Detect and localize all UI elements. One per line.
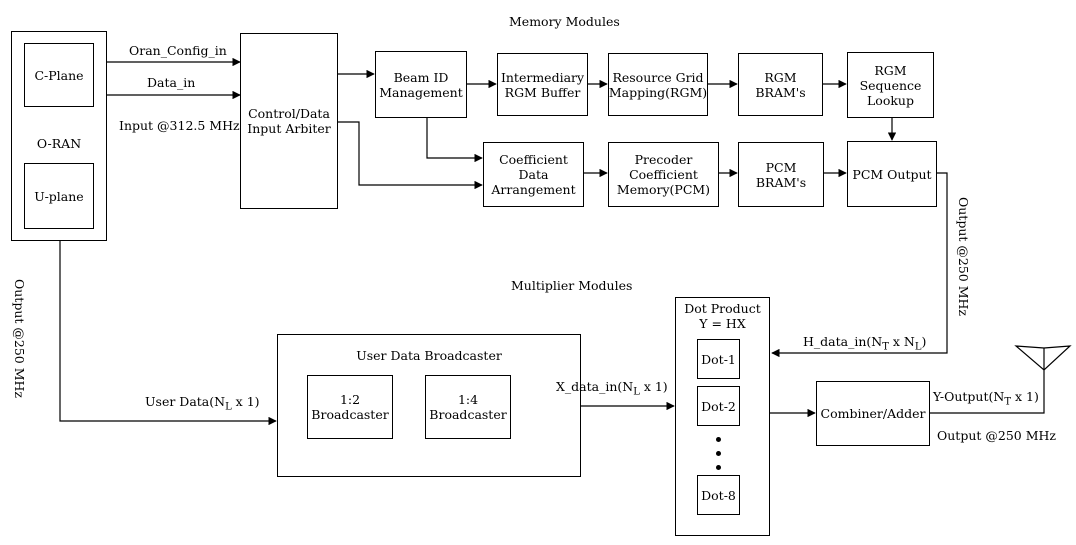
rgm-bram-block: RGM BRAM's bbox=[738, 53, 823, 116]
dot-8-label: Dot-8 bbox=[701, 487, 736, 503]
coeff-line-3: Arrangement bbox=[491, 182, 576, 197]
b14-line-2: Broadcaster bbox=[429, 407, 507, 422]
pcm-bram-label: PCM BRAM's bbox=[755, 159, 807, 190]
x-data-in-label: X_data_in(NL x 1) bbox=[556, 379, 668, 400]
pcm-bram-block: PCM BRAM's bbox=[738, 142, 824, 207]
ellipsis-dot-2 bbox=[716, 451, 721, 456]
dot-1-block: Dot-1 bbox=[697, 339, 740, 379]
user-data-sub: L bbox=[225, 401, 232, 413]
dot-product-line-2: Y = HX bbox=[699, 316, 746, 331]
arbiter-line-1: Control/Data bbox=[248, 106, 330, 121]
oran-config-in-label: Oran_Config_in bbox=[129, 43, 227, 58]
multiplier-modules-title: Multiplier Modules bbox=[511, 278, 633, 293]
user-data-suffix: x 1) bbox=[231, 394, 260, 409]
user-data-prefix: User Data(N bbox=[145, 394, 226, 409]
pcm-line-2: Coefficient bbox=[629, 167, 698, 182]
beam-line-1: Beam ID bbox=[393, 69, 449, 85]
dot-product-title: Dot Product Y = HX bbox=[675, 301, 770, 331]
arbiter-to-coeff-arrow bbox=[338, 121, 483, 190]
output-rate-left-label: Output @250 MHz bbox=[12, 279, 27, 398]
ellipsis-dot-3 bbox=[716, 465, 721, 470]
user-data-arrow bbox=[59, 229, 277, 426]
combiner-label: Combiner/Adder bbox=[820, 406, 926, 421]
h-data-suffix: ) bbox=[921, 334, 927, 349]
b12-line-1: 1:2 bbox=[339, 392, 361, 407]
broadcaster-1-4-block: 1:4 Broadcaster bbox=[425, 375, 511, 439]
coeff-line-2: Data bbox=[518, 167, 549, 182]
x-data-sub: L bbox=[633, 386, 640, 398]
c-plane-label: C-Plane bbox=[34, 67, 84, 83]
input-arbiter-block: Control/Data Input Arbiter bbox=[240, 33, 338, 209]
pcm-line-3: Memory(PCM) bbox=[616, 182, 711, 197]
lookup-line-2: Sequence bbox=[859, 77, 922, 93]
coeff-line-1: Coefficient bbox=[499, 152, 568, 167]
h-data-mid: x N bbox=[888, 334, 915, 349]
rgm-buffer-line-1: Intermediary bbox=[500, 69, 585, 85]
h-data-in-label: H_data_in(NT x NL) bbox=[803, 334, 926, 355]
memory-modules-title: Memory Modules bbox=[509, 14, 620, 29]
arbiter-line-2: Input Arbiter bbox=[247, 121, 331, 136]
dot-product-line-1: Dot Product bbox=[684, 301, 761, 316]
beam-line-2: Management bbox=[379, 84, 463, 100]
coefficient-arrangement-block: Coefficient Data Arrangement bbox=[483, 142, 584, 207]
rgm-block: Resource Grid Mapping(RGM) bbox=[608, 53, 708, 116]
ellipsis-dot-1 bbox=[716, 437, 721, 442]
h-data-sub1: T bbox=[882, 341, 889, 353]
h-data-sub2: L bbox=[914, 341, 922, 353]
c-plane-block: C-Plane bbox=[24, 43, 94, 107]
data-in-label: Data_in bbox=[147, 75, 196, 90]
rgm-line-2: Mapping(RGM) bbox=[608, 84, 708, 100]
beam-id-management-block: Beam ID Management bbox=[375, 51, 467, 118]
y-output-label: Y-Output(NT x 1) bbox=[933, 389, 1039, 410]
broadcaster-title: User Data Broadcaster bbox=[356, 348, 502, 363]
pcm-line-1: Precoder bbox=[634, 152, 693, 167]
dot-1-label: Dot-1 bbox=[701, 351, 736, 367]
combiner-adder-block: Combiner/Adder bbox=[816, 381, 930, 446]
oran-label: O-RAN bbox=[36, 136, 82, 151]
rgm-buffer-line-2: RGM Buffer bbox=[504, 84, 581, 100]
u-plane-label: U-plane bbox=[34, 188, 84, 204]
x-data-prefix: X_data_in(N bbox=[556, 379, 634, 394]
pcm-block: Precoder Coefficient Memory(PCM) bbox=[608, 142, 719, 207]
x-data-suffix: x 1) bbox=[639, 379, 668, 394]
broadcaster-1-2-block: 1:2 Broadcaster bbox=[307, 375, 393, 439]
dot-2-label: Dot-2 bbox=[701, 398, 736, 414]
u-plane-block: U-plane bbox=[24, 163, 94, 229]
output-rate-right-label: Output @250 MHz bbox=[956, 197, 971, 316]
lookup-line-1: RGM bbox=[874, 62, 907, 78]
rgm-bram-label: RGM BRAM's bbox=[755, 69, 806, 100]
y-output-suffix: x 1) bbox=[1011, 389, 1039, 404]
y-output-prefix: Y-Output(N bbox=[933, 389, 1005, 404]
antenna-icon bbox=[1014, 345, 1072, 371]
h-data-prefix: H_data_in(N bbox=[803, 334, 883, 349]
b12-line-2: Broadcaster bbox=[311, 407, 389, 422]
pcm-output-block: PCM Output bbox=[847, 141, 937, 207]
h-data-arrow bbox=[771, 172, 948, 358]
input-rate-label: Input @312.5 MHz bbox=[119, 118, 240, 133]
rgm-line-1: Resource Grid bbox=[612, 69, 704, 85]
user-data-label: User Data(NL x 1) bbox=[145, 394, 260, 415]
y-output-sub: T bbox=[1004, 396, 1011, 408]
pcm-output-label: PCM Output bbox=[852, 166, 932, 182]
dot-8-block: Dot-8 bbox=[697, 475, 740, 515]
dot-2-block: Dot-2 bbox=[697, 386, 740, 426]
b14-line-1: 1:4 bbox=[457, 392, 479, 407]
output-rate-bottom-label: Output @250 MHz bbox=[937, 428, 1056, 443]
lookup-line-3: Lookup bbox=[867, 92, 914, 108]
rgm-sequence-lookup-block: RGM Sequence Lookup bbox=[847, 52, 934, 118]
beam-to-coeff-arrow bbox=[426, 118, 483, 163]
rgm-buffer-block: Intermediary RGM Buffer bbox=[497, 53, 588, 116]
